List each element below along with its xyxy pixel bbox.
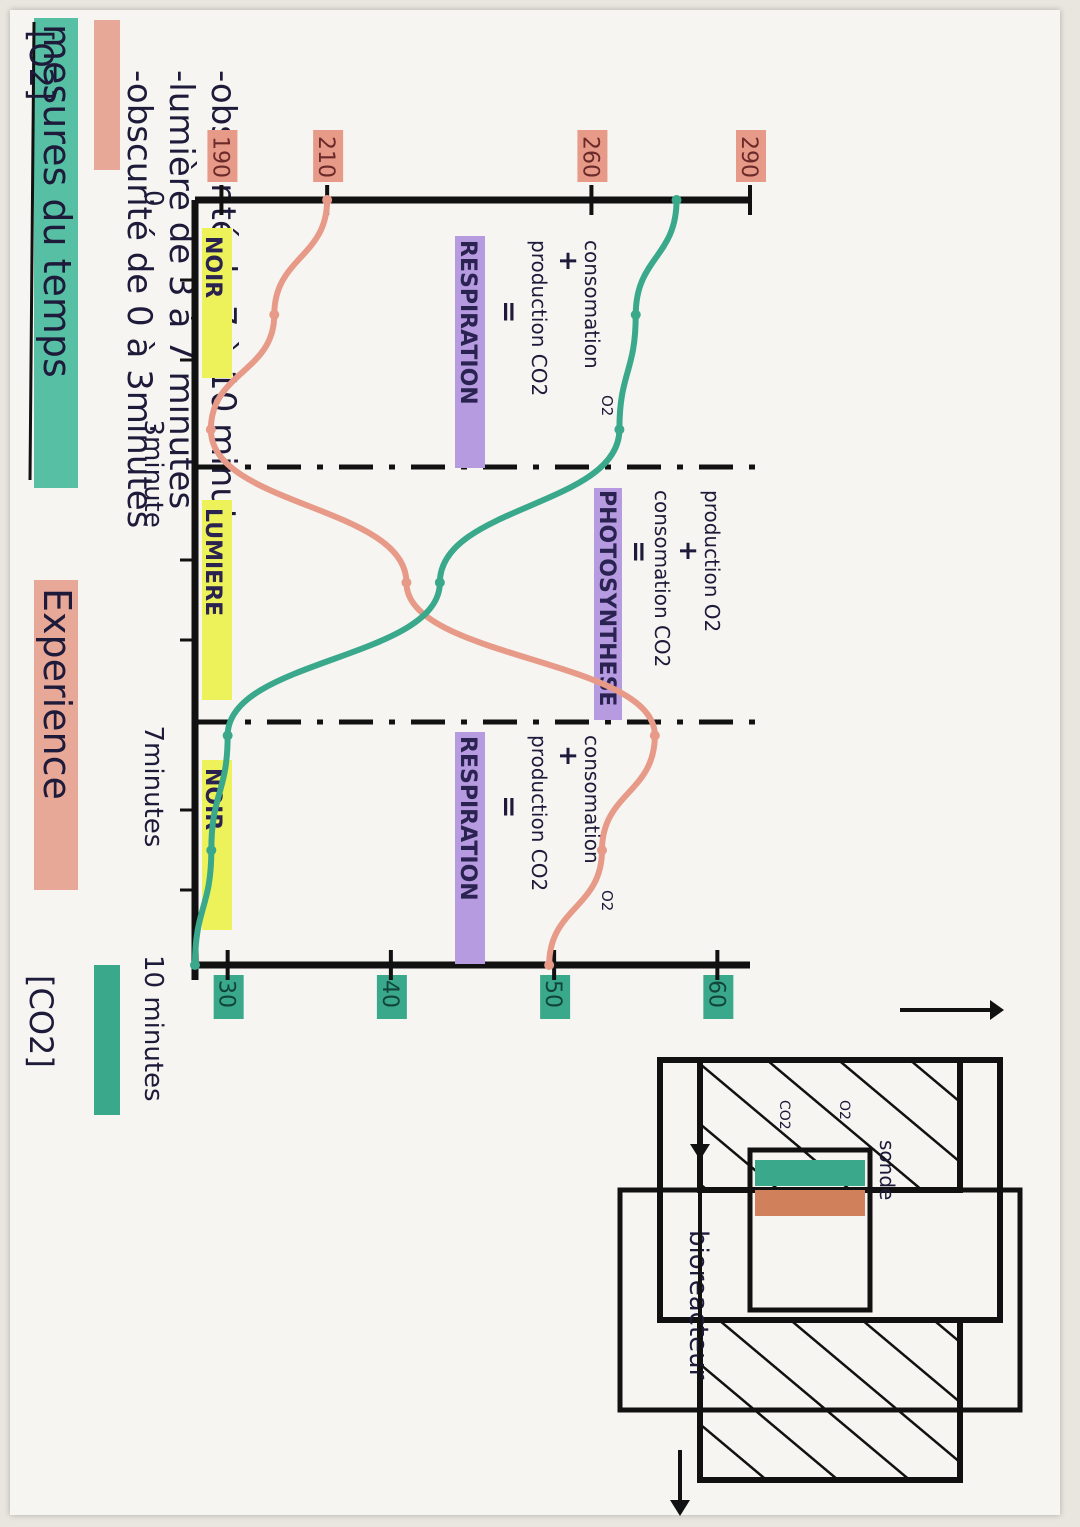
o2-axis-highlight <box>94 20 120 170</box>
probe-label: sonde <box>875 1140 899 1200</box>
probe-co2-bar <box>755 1160 865 1186</box>
bioreactor-diagram: O2 CO2 sonde bioreacteur <box>617 1000 1023 1516</box>
o2-tick-label: 260 <box>577 136 602 178</box>
svg-text:=: = <box>623 540 656 563</box>
svg-text:production O2: production O2 <box>700 490 724 632</box>
o2-tick-highlight <box>577 130 608 182</box>
svg-text:+: + <box>673 540 703 562</box>
o2-tick-label: 190 <box>207 136 232 178</box>
co2-point <box>206 845 217 856</box>
x-tick-layer: 0 3minute 7minutes 10 minutes <box>138 190 168 1102</box>
o2-tick-highlight <box>207 130 238 182</box>
co2-point <box>434 577 445 588</box>
experience-highlight <box>34 580 78 890</box>
co2-point <box>614 424 625 435</box>
svg-text:=: = <box>493 795 526 818</box>
svg-text:production CO2: production CO2 <box>527 240 551 396</box>
o2-point <box>269 309 280 320</box>
page-title: mesures du temps <box>35 24 79 378</box>
o2-point <box>597 845 607 856</box>
svg-text:RESPIRATION: RESPIRATION <box>455 736 480 901</box>
x-tick-label: 10 minutes <box>138 955 168 1102</box>
phase2-label: LUMIERE <box>200 508 225 616</box>
co2-tick-label: 30 <box>214 980 239 1008</box>
svg-text:=: = <box>493 300 526 323</box>
co2-tick-highlight <box>703 975 734 1019</box>
co2-tick-highlight <box>213 975 244 1019</box>
svg-text:O2: O2 <box>598 395 616 416</box>
co2-point <box>671 195 682 205</box>
svg-text:PHOTOSYNTHESE: PHOTOSYNTHESE <box>594 490 619 706</box>
svg-text:production CO2: production CO2 <box>527 735 551 891</box>
co2-tick-label: 50 <box>540 980 565 1008</box>
o2-tick-label: 290 <box>736 136 761 178</box>
co2-axis-label: [CO2] <box>22 975 60 1068</box>
paper-sheet <box>10 10 1060 1515</box>
o2-point <box>401 577 412 588</box>
svg-text:+: + <box>553 745 583 767</box>
co2-tick-highlight <box>540 975 571 1019</box>
hatched-block-right <box>697 1317 963 1483</box>
x-tick-label: 0 <box>138 190 168 207</box>
phase2-annotation: production O2 + consomation CO2 = PHOTOS… <box>594 488 724 720</box>
o2-point <box>322 195 333 205</box>
co2-point <box>222 730 233 741</box>
o2-point <box>544 960 555 970</box>
o2-axis-label: [O2] <box>22 30 60 101</box>
svg-text:O2: O2 <box>598 890 616 911</box>
svg-text:consomation: consomation <box>580 240 604 369</box>
svg-text:RESPIRATION: RESPIRATION <box>455 240 480 405</box>
y-tick-layer: 190 210 260 290 30 40 50 60 <box>207 130 766 1019</box>
co2-tick-label: 40 <box>377 980 402 1008</box>
probe-housing <box>747 1147 873 1313</box>
probe-o2-bar <box>755 1190 865 1216</box>
co2-tick-highlight <box>376 975 407 1019</box>
probe-tag-o2: O2 <box>836 1100 852 1120</box>
title-underline <box>28 21 36 481</box>
co2-tick-label: 60 <box>703 980 728 1008</box>
inlet-arrow <box>990 1000 1004 1020</box>
x-tick-label: 3minute <box>138 420 168 528</box>
title-highlight <box>34 18 78 488</box>
axes <box>180 196 760 980</box>
co2-axis-highlight <box>94 965 120 1115</box>
outlet-arrow <box>670 1500 690 1516</box>
co2-point <box>190 960 200 970</box>
phase1-label: NOIR <box>200 236 225 298</box>
co2-point <box>630 309 641 320</box>
o2-point <box>205 424 216 435</box>
reactor-pointer-arrow <box>690 1144 710 1160</box>
o2-tick-highlight <box>736 130 766 182</box>
svg-text:+: + <box>553 250 583 272</box>
svg-text:consomation CO2: consomation CO2 <box>650 490 674 667</box>
probe-tag-co2: CO2 <box>776 1100 792 1130</box>
o2-tick-label: 210 <box>313 136 338 178</box>
phase1-highlight <box>202 228 232 378</box>
phase1-annotation: consomation O2 + production CO2 = RESPIR… <box>455 236 616 468</box>
phase2-highlight <box>202 500 232 700</box>
condition-1: -obscurité de 0 à 3minutes <box>119 70 159 528</box>
minor-ticks <box>180 278 195 892</box>
o2-tick-highlight <box>313 130 344 182</box>
o2-point <box>649 730 660 741</box>
phase3-annotation: consomation O2 + production CO2 = RESPIR… <box>455 732 616 964</box>
experience-label: Experience <box>35 588 79 800</box>
series-layer <box>190 195 682 970</box>
x-tick-label: 7minutes <box>138 726 168 848</box>
